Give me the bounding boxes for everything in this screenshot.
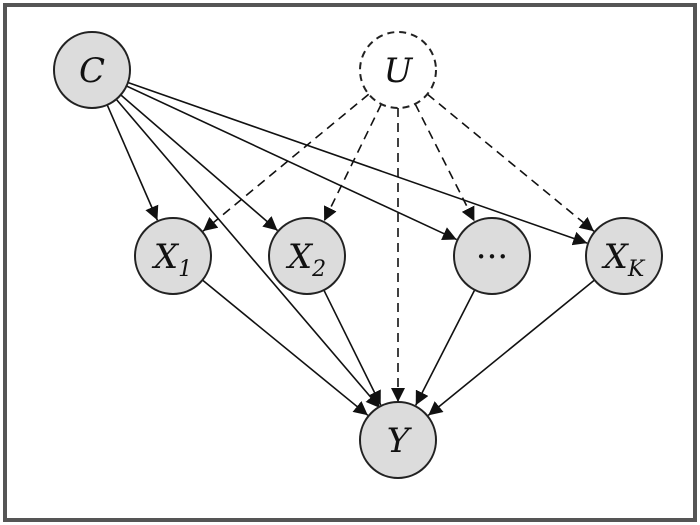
node-x2: X2 xyxy=(268,217,346,295)
edge-u-to-xdots xyxy=(414,103,476,222)
node-y-circle xyxy=(359,401,437,479)
node-y-label: Y xyxy=(387,421,413,461)
node-c: C xyxy=(53,31,131,109)
edge-c-to-y xyxy=(115,98,381,409)
node-x2-label: X2 xyxy=(285,237,326,282)
node-x2-circle xyxy=(268,217,346,295)
edge-x1-to-y xyxy=(201,279,369,416)
edge-x2-to-y xyxy=(323,289,382,406)
node-x1: X1 xyxy=(134,217,212,295)
node-u-circle xyxy=(359,31,437,109)
node-u: U xyxy=(359,31,437,109)
node-y: Y xyxy=(359,401,437,479)
edge-xdots-to-y xyxy=(415,289,476,406)
node-xk: XK xyxy=(585,217,663,295)
node-c-label: C xyxy=(79,51,105,91)
node-xk-label: XK xyxy=(601,237,646,282)
nodes: C U X1 X2 ··· XK Y xyxy=(53,31,663,479)
node-x1-circle xyxy=(134,217,212,295)
node-xdots-label: ··· xyxy=(476,237,508,277)
edge-u-to-x1 xyxy=(202,93,370,232)
edge-c-to-xdots xyxy=(126,85,457,241)
edge-c-to-xk xyxy=(127,81,588,246)
node-x1-label: X1 xyxy=(151,237,192,282)
edge-u-to-xk xyxy=(426,93,595,232)
edge-xk-to-y xyxy=(427,279,596,416)
edge-c-to-x2 xyxy=(120,94,279,232)
edge-u-to-x2 xyxy=(323,103,383,222)
node-xdots: ··· xyxy=(453,217,531,295)
node-xk-circle xyxy=(585,217,663,295)
node-c-circle xyxy=(53,31,131,109)
edges xyxy=(106,81,596,416)
node-u-label: U xyxy=(384,51,414,91)
node-xdots-circle xyxy=(453,217,531,295)
edge-c-to-x1 xyxy=(106,104,159,221)
